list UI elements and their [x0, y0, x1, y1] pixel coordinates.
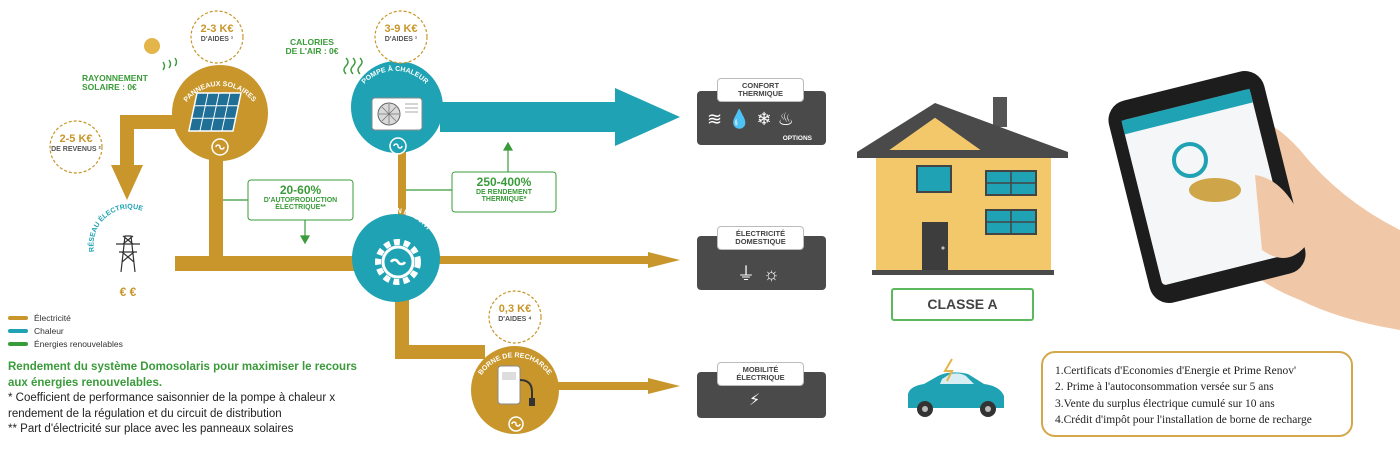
pylon-icon: [116, 235, 140, 273]
domosolaris-logo-icon: [211, 138, 229, 156]
output-electricity-tag: ÉLECTRICITÉ DOMESTIQUE: [717, 226, 804, 250]
stat-autoproduction-line2: ÉLECTRIQUE**: [275, 203, 326, 211]
solar-panel-icon: [188, 92, 242, 132]
aids-footnotes-box: 1.Certificats d'Economies d'Energie et P…: [1041, 351, 1353, 437]
caption-note-1: * Coefficient de performance saisonnier …: [8, 392, 336, 420]
electricity-flows: [111, 115, 680, 394]
electric-car-illustration: [908, 358, 1004, 417]
sun-icon: [144, 38, 178, 71]
aid-item-4: 4.Crédit d'impôt pour l'installation de …: [1055, 413, 1312, 426]
legend-renewable: Énergies renouvelables: [8, 339, 123, 349]
badge-charger-aid-value: 0,3 K€: [498, 303, 532, 315]
legend-heat-swatch: [8, 329, 28, 333]
badge-heat-pump-aid-sub: D'AIDES ¹: [384, 35, 418, 43]
legend-renewable-swatch: [8, 342, 28, 346]
comfort-line2: THERMIQUE: [738, 89, 783, 99]
legend-renewable-label: Énergies renouvelables: [34, 339, 123, 349]
aid-item-3: 3.Vente du surplus électrique cumulé sur…: [1055, 397, 1275, 410]
solar-panel-node: PANNEAUX SOLAIRES: [172, 65, 268, 161]
comfort-options: OPTIONS: [782, 135, 812, 142]
car-icon: ⚡: [749, 392, 761, 409]
badge-revenue: 2-5 K€ DE REVENUS ²: [50, 133, 102, 153]
energy-class-badge: CLASSE A: [891, 288, 1034, 321]
output-comfort-panel: ≋💧❄♨ OPTIONS: [697, 91, 826, 145]
stat-boxes: [247, 171, 557, 221]
stat-thermal: 250-400% DE RENDEMENT THERMIQUE*: [452, 176, 556, 203]
stat-autoproduction: 20-60% D'AUTOPRODUCTION ÉLECTRIQUE**: [248, 184, 353, 211]
domosolaris-logo-icon: [389, 137, 407, 155]
badge-heat-pump-aid-value: 3-9 K€: [384, 23, 418, 35]
grid-price: € €: [120, 285, 137, 299]
badge-solar-aid-value: 2-3 K€: [200, 23, 234, 35]
stat-autoproduction-value: 20-60%: [279, 183, 322, 197]
gear-icon: [375, 239, 421, 285]
stat-thermal-value: 250-400%: [476, 175, 532, 189]
heat-pump-node: POMPE À CHALEUR: [351, 61, 443, 155]
caption-title: Rendement du système Domosolaris pour ma…: [8, 361, 357, 389]
renewable-connectors: [223, 141, 514, 245]
comfort-line1: CONFORT: [741, 81, 780, 90]
aid-item-2: 2. Prime à l'autoconsommation versée sur…: [1055, 381, 1274, 394]
stat-autoproduction-line1: D'AUTOPRODUCTION: [263, 196, 338, 204]
legend-electricity-swatch: [8, 316, 28, 320]
air-calories-label: CALORIES DE L'AIR : 0€: [282, 38, 342, 56]
badge-solar-aid: 2-3 K€ D'AIDES ¹: [191, 23, 243, 43]
solar-radiation-label: RAYONNEMENT SOLAIRE : 0€: [82, 74, 166, 92]
electricity-icons: ⏚☼: [737, 264, 788, 284]
legend-heat: Chaleur: [8, 326, 64, 336]
smartphone-illustration: [1108, 70, 1400, 330]
domosolaris-logo-icon: [508, 416, 524, 432]
badge-shapes: [49, 10, 542, 344]
caption-note-2: ** Part d'électricité sur place avec les…: [8, 423, 294, 436]
air-waves-icon: [343, 57, 363, 75]
badge-revenue-value: 2-5 K€: [59, 133, 93, 145]
aid-item-1: 1.Certificats d'Economies d'Energie et P…: [1055, 365, 1297, 377]
stat-thermal-line1: DE RENDEMENT: [475, 188, 532, 196]
badge-solar-aid-sub: D'AIDES ¹: [200, 35, 234, 43]
grid-node: RÉSEAU ÉLECTRIQUE € €: [87, 204, 164, 299]
house-illustration: [857, 97, 1068, 275]
heat-pump-unit-icon: [371, 97, 423, 131]
badge-revenue-sub: DE REVENUS ²: [51, 145, 101, 153]
output-mobility-tag: MOBILITÉ ÉLECTRIQUE: [717, 362, 804, 386]
stat-thermal-line2: THERMIQUE*: [481, 195, 527, 203]
badge-charger-aid-sub: D'AIDES ⁴: [498, 315, 532, 323]
legend-electricity: Électricité: [8, 313, 71, 323]
mobility-line2: ÉLECTRIQUE: [736, 373, 785, 383]
charging-station-icon: [497, 365, 535, 406]
heat-flow: [440, 88, 680, 146]
solar-radiation-line1: RAYONNEMENT: [82, 73, 148, 83]
air-calories-line2: DE L'AIR : 0€: [285, 45, 339, 56]
electricity-line1: ÉLECTRICITÉ: [735, 229, 786, 238]
electricity-line2: DOMESTIQUE: [735, 237, 786, 247]
comfort-icons: ≋💧❄♨: [707, 109, 800, 129]
badge-heat-pump-aid: 3-9 K€ D'AIDES ¹: [375, 23, 427, 43]
legend-heat-label: Chaleur: [34, 326, 64, 336]
solar-radiation-line2: SOLAIRE : 0€: [82, 81, 137, 92]
caption: Rendement du système Domosolaris pour ma…: [8, 360, 368, 438]
output-comfort-tag: CONFORT THERMIQUE: [717, 78, 804, 102]
charger-node: BORNE DE RECHARGE: [471, 346, 559, 434]
air-calories-line1: CALORIES: [290, 37, 334, 47]
badge-charger-aid: 0,3 K€ D'AIDES ⁴: [489, 303, 541, 323]
legend-electricity-label: Électricité: [34, 313, 71, 323]
optimisation-node: OPTIMISATION ET SUIVI: [352, 207, 440, 302]
mobility-line1: MOBILITÉ: [742, 365, 779, 374]
